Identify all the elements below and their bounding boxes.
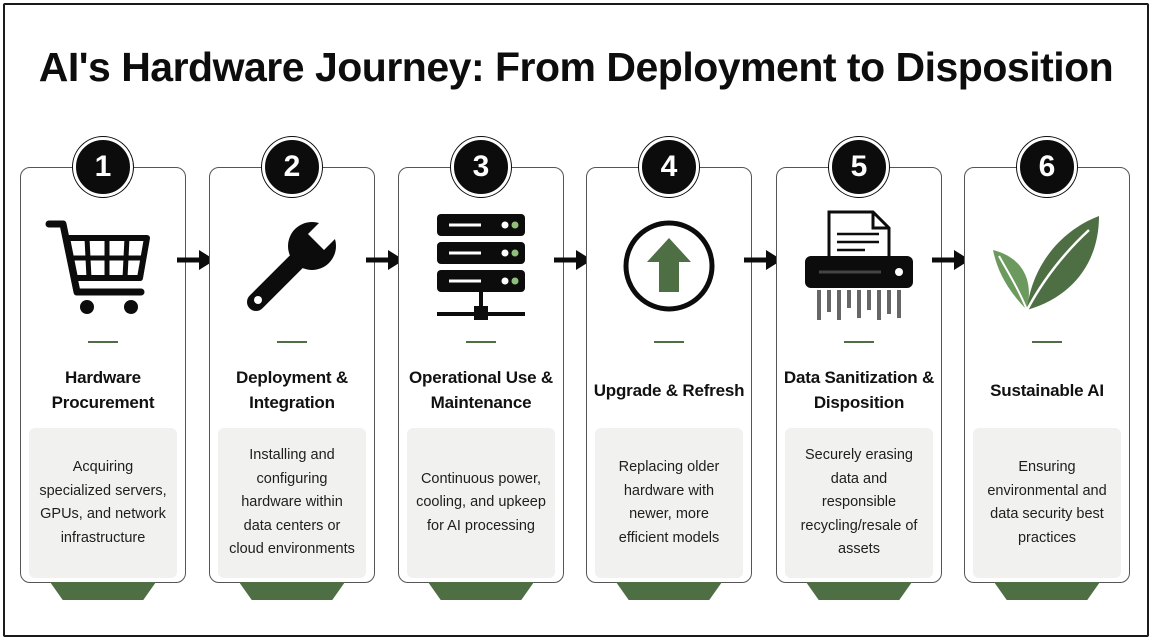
shopping-cart-icon [45, 220, 150, 314]
flow-arrow-2-3 [366, 250, 404, 270]
step-title-5: Data Sanitization & Disposition [783, 368, 935, 412]
step-description-box-1: Acquiring specialized servers, GPUs, and… [29, 428, 177, 578]
flow-arrow-1-2 [177, 250, 215, 270]
server-rack-icon [437, 214, 525, 320]
flow-arrow-4-5 [744, 250, 782, 270]
step-card-tab-4 [616, 582, 722, 600]
step-description-1: Acquiring specialized servers, GPUs, and… [39, 459, 167, 546]
step-description-box-4: Replacing older hardware with newer, mor… [595, 428, 743, 578]
step-card-tab-2 [239, 582, 345, 600]
step-title-6: Sustainable AI [990, 380, 1104, 400]
upgrade-arrow-icon [623, 220, 715, 312]
step-description-2: Installing and configuring hardware with… [229, 447, 355, 558]
step-card-tab-6 [994, 582, 1100, 600]
step-title-1: Hardware Procurement [51, 368, 155, 412]
step-number-badge-4: 4 [639, 137, 699, 197]
paper-shredder-icon [805, 210, 913, 320]
step-number-badge-6: 6 [1017, 137, 1077, 197]
step-card-tab-1 [50, 582, 156, 600]
wrench-icon [247, 210, 348, 311]
step-number-badge-3: 3 [451, 137, 511, 197]
diagram-frame [3, 3, 1149, 637]
step-divider-6 [1032, 341, 1062, 343]
step-divider-5 [844, 341, 874, 343]
step-number-badge-5: 5 [829, 137, 889, 197]
step-card-tab-3 [428, 582, 534, 600]
step-number-badge-2: 2 [262, 137, 322, 197]
step-divider-1 [88, 341, 118, 343]
step-title-3: Operational Use & Maintenance [409, 368, 553, 412]
step-divider-3 [466, 341, 496, 343]
step-description-5: Securely erasing data and responsible re… [800, 447, 918, 558]
step-description-6: Ensuring environmental and data security… [987, 459, 1107, 546]
step-description-4: Replacing older hardware with newer, mor… [618, 459, 720, 546]
step-description-3: Continuous power, cooling, and upkeep fo… [416, 470, 546, 534]
step-number-badge-1: 1 [73, 137, 133, 197]
step-title-4: Upgrade & Refresh [593, 380, 745, 400]
step-description-box-2: Installing and configuring hardware with… [218, 428, 366, 578]
step-card-tab-5 [806, 582, 912, 600]
step-description-box-6: Ensuring environmental and data security… [973, 428, 1121, 578]
step-description-box-5: Securely erasing data and responsible re… [785, 428, 933, 578]
step-description-box-3: Continuous power, cooling, and upkeep fo… [407, 428, 555, 578]
step-divider-4 [654, 341, 684, 343]
step-divider-2 [277, 341, 307, 343]
flow-arrow-5-6 [932, 250, 970, 270]
flow-arrow-3-4 [554, 250, 592, 270]
leaf-icon [993, 216, 1099, 311]
diagram-title: AI's Hardware Journey: From Deployment t… [38, 44, 1114, 90]
step-title-2: Deployment & Integration [236, 368, 348, 412]
